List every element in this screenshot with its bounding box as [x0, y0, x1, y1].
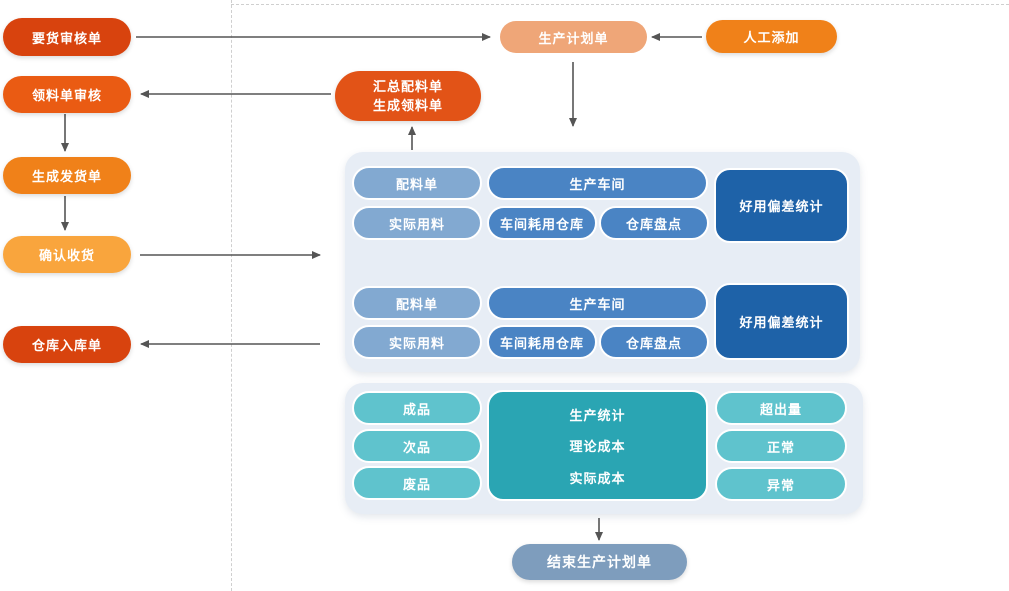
node-label: 超出量 — [759, 401, 802, 417]
node-label: 确认收货 — [38, 248, 95, 263]
node-finished-goods: 成品 — [352, 391, 482, 425]
node-manual-add: 人工添加 — [706, 20, 837, 53]
node-summary-requisition: 汇总配料单 生成领料单 — [335, 71, 481, 121]
node-label: 仓库盘点 — [625, 216, 682, 232]
node-label: 配料单 — [395, 176, 438, 192]
node-generate-shipment: 生成发货单 — [3, 157, 131, 194]
node-normal: 正常 — [715, 429, 847, 463]
node-label: 车间耗用仓库 — [499, 335, 584, 351]
node-label: 车间耗用仓库 — [499, 216, 584, 232]
node-ingredient-list-2: 配料单 — [352, 286, 482, 320]
node-requisition-review: 领料单审核 — [3, 76, 131, 113]
node-label: 正常 — [766, 439, 795, 455]
node-stocktake-1: 仓库盘点 — [599, 206, 709, 240]
node-label: 好用偏差统计 — [739, 199, 824, 214]
node-label: 成品 — [402, 401, 431, 417]
node-production-summary: 生产统计 理论成本 实际成本 — [487, 390, 708, 501]
node-workshop-2: 生产车间 — [487, 286, 708, 320]
node-label: 人工添加 — [743, 30, 800, 45]
summary-line-production-stats: 生产统计 — [569, 407, 626, 423]
node-scrap-goods: 废品 — [352, 466, 482, 500]
node-defective-goods: 次品 — [352, 429, 482, 463]
node-label: 好用偏差统计 — [739, 315, 824, 330]
node-label-line2: 生成领料单 — [372, 98, 443, 113]
node-label: 配料单 — [395, 296, 438, 312]
node-label-line1: 汇总配料单 — [372, 79, 443, 94]
node-label: 生产车间 — [569, 176, 626, 192]
node-stocktake-2: 仓库盘点 — [599, 325, 709, 359]
node-actual-usage-2: 实际用料 — [352, 325, 482, 359]
node-label: 次品 — [402, 439, 431, 455]
node-label: 实际用料 — [388, 335, 445, 351]
stats-panel: 成品 次品 废品 生产统计 理论成本 实际成本 超出量 正常 异常 — [345, 383, 863, 514]
node-end-production-plan: 结束生产计划单 — [512, 544, 687, 580]
node-confirm-receipt: 确认收货 — [3, 236, 131, 273]
node-workshop-1: 生产车间 — [487, 166, 708, 200]
node-demand-review: 要货审核单 — [3, 18, 131, 56]
node-label: 结束生产计划单 — [547, 554, 652, 570]
node-label: 废品 — [402, 476, 431, 492]
node-production-plan: 生产计划单 — [500, 21, 647, 53]
node-label: 生产计划单 — [538, 30, 609, 46]
node-warehouse-entry: 仓库入库单 — [3, 326, 131, 363]
horizontal-dashed-divider — [231, 4, 1009, 5]
node-workshop-warehouse-2: 车间耗用仓库 — [487, 325, 597, 359]
node-actual-usage-1: 实际用料 — [352, 206, 482, 240]
vertical-dashed-divider — [231, 0, 232, 591]
node-deviation-stats-1: 好用偏差统计 — [714, 168, 849, 243]
node-label: 实际用料 — [388, 216, 445, 232]
node-label: 仓库盘点 — [625, 335, 682, 351]
node-label: 要货审核单 — [31, 30, 102, 46]
node-over-quantity: 超出量 — [715, 391, 847, 425]
summary-line-theoretical-cost: 理论成本 — [569, 439, 626, 454]
node-deviation-stats-2: 好用偏差统计 — [714, 283, 849, 360]
node-label: 异常 — [766, 477, 795, 493]
summary-line-actual-cost: 实际成本 — [569, 470, 626, 486]
node-label: 仓库入库单 — [31, 338, 102, 353]
node-workshop-warehouse-1: 车间耗用仓库 — [487, 206, 597, 240]
node-label: 领料单审核 — [31, 88, 102, 103]
node-abnormal: 异常 — [715, 467, 847, 501]
node-label: 生成发货单 — [31, 169, 102, 184]
node-label: 生产车间 — [569, 296, 626, 312]
node-ingredient-list-1: 配料单 — [352, 166, 482, 200]
workshop-panel: 配料单 生产车间 实际用料 车间耗用仓库 仓库盘点 好用偏差统计 配料单 生产车… — [345, 152, 860, 372]
